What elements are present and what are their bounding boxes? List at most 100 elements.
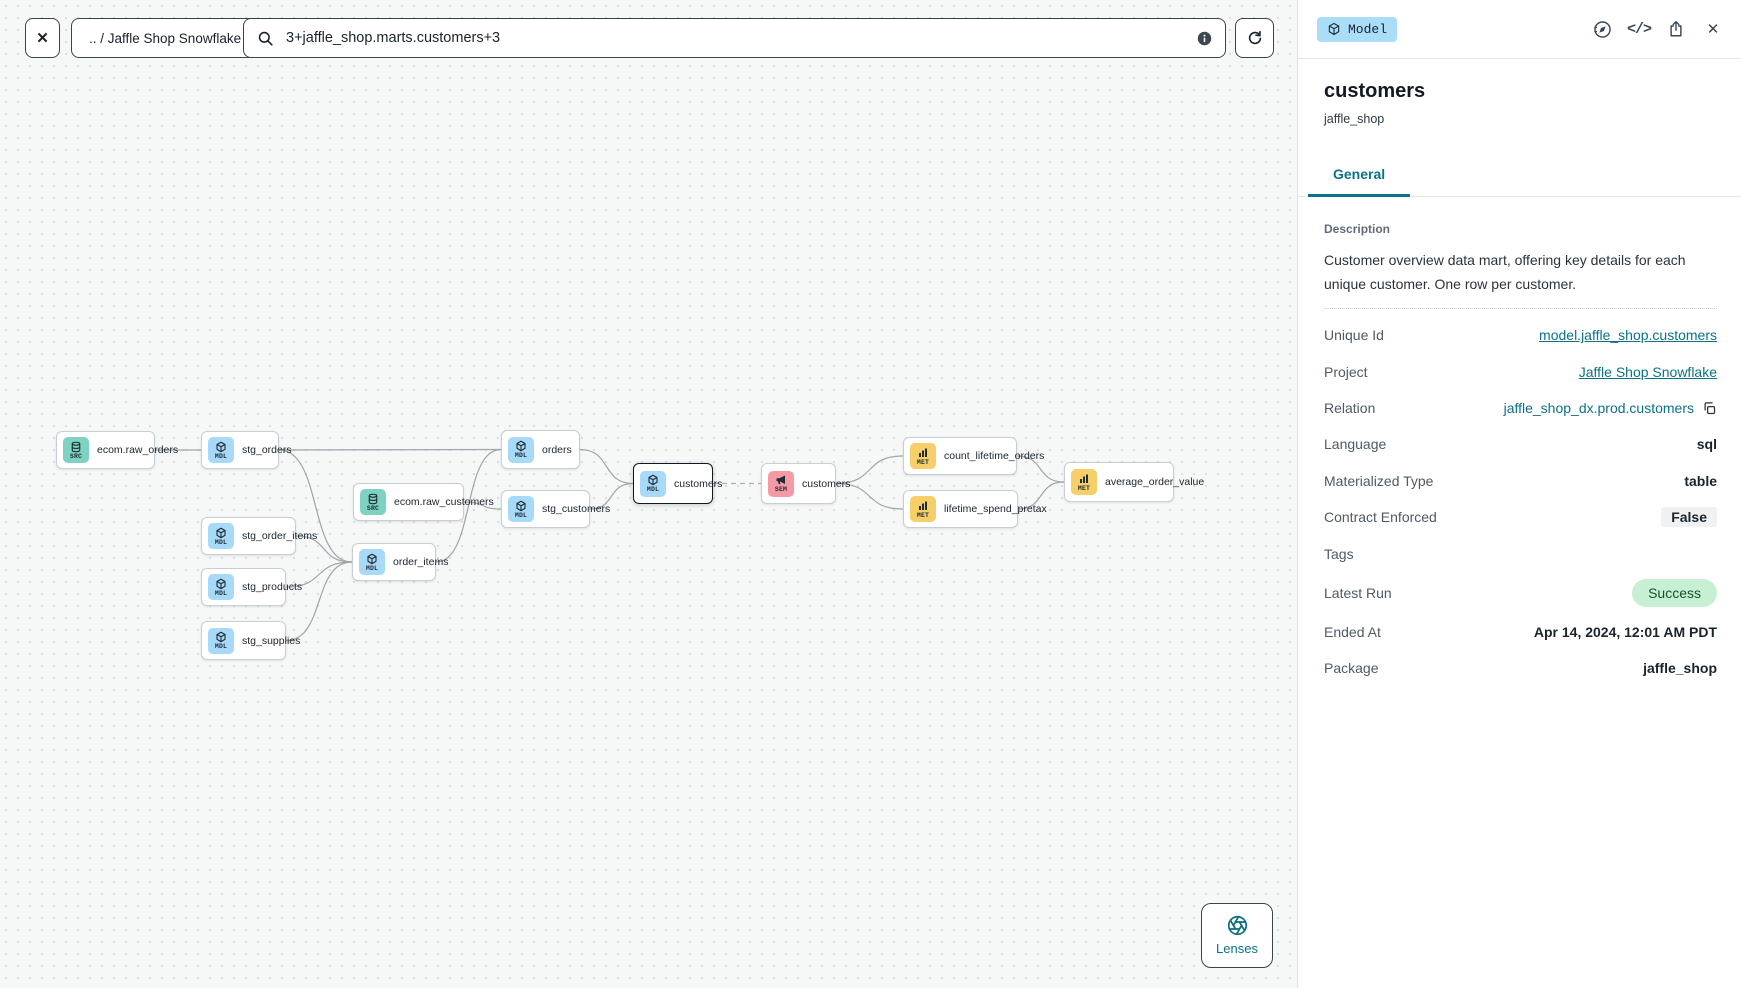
section-divider — [1324, 308, 1717, 310]
field-label: Latest Run — [1324, 584, 1392, 601]
view-code-icon[interactable]: </> — [1627, 20, 1652, 38]
lineage-edge — [285, 561, 353, 588]
cube-icon: MDL — [640, 470, 666, 497]
node-label: customers — [674, 477, 723, 490]
breadcrumb[interactable]: .. / Jaffle Shop Snowflake — [71, 18, 260, 58]
close-panel-icon[interactable]: ✕ — [1706, 21, 1720, 38]
field-label: Ended At — [1324, 623, 1381, 640]
node-label: average_order_value — [1105, 476, 1205, 488]
lineage-edge — [1017, 481, 1065, 510]
database-icon: SRC — [360, 489, 386, 515]
field-label: Materialized Type — [1324, 472, 1434, 489]
field-value[interactable]: model.jaffle_shop.customers — [1539, 327, 1717, 343]
lenses-label: Lenses — [1216, 941, 1258, 956]
node-label: ecom.raw_orders — [97, 444, 179, 456]
cube-icon: MDL — [208, 627, 234, 654]
lineage-edge — [278, 448, 502, 451]
lineage-edge — [278, 449, 353, 563]
field-row-materialized-type: Materialized Type table — [1324, 463, 1717, 499]
lineage-selector-searchbox — [243, 18, 1226, 58]
field-label: Project — [1324, 363, 1368, 380]
lineage-edge — [285, 561, 353, 642]
resource-type-label: Model — [1348, 21, 1388, 37]
field-value-text: Apr 14, 2024, 12:01 AM PDT — [1533, 623, 1717, 640]
cube-icon: MDL — [359, 549, 385, 575]
breadcrumb-label: .. / Jaffle Shop Snowflake — [89, 30, 242, 46]
graph-node-stg_products[interactable]: MDL stg_products — [201, 568, 302, 606]
field-value-text: False — [1671, 509, 1707, 526]
copy-icon[interactable] — [1702, 401, 1717, 416]
cube-icon: MDL — [208, 574, 234, 600]
graph-node-customers[interactable]: MDL customers — [633, 463, 722, 504]
node-label: lifetime_spend_pretax — [944, 503, 1047, 515]
close-lineage-button[interactable]: ✕ — [25, 18, 60, 58]
graph-node-customers_sem[interactable]: SEM customers — [761, 463, 850, 504]
share-icon[interactable] — [1666, 19, 1686, 39]
field-row-tags: Tags — [1324, 535, 1717, 571]
bar-chart-icon: MET — [910, 496, 936, 522]
node-label: order_items — [393, 556, 449, 568]
field-value-text: table — [1684, 472, 1717, 489]
tab-general[interactable]: General — [1308, 155, 1411, 197]
explore-lineage-icon[interactable] — [1592, 19, 1612, 39]
field-label: Relation — [1324, 400, 1376, 416]
field-value-text: Success — [1648, 584, 1701, 601]
field-row-ended-at: Ended At Apr 14, 2024, 12:01 AM PDT — [1324, 614, 1717, 650]
cube-icon: MDL — [208, 523, 234, 549]
field-label: Unique Id — [1324, 327, 1384, 344]
field-value-text: Jaffle Shop Snowflake — [1578, 363, 1717, 380]
graph-node-orders[interactable]: MDL orders — [501, 430, 580, 469]
cube-icon — [1327, 22, 1341, 36]
database-icon: SRC — [63, 437, 89, 463]
lineage-edges — [154, 448, 1065, 642]
field-value[interactable]: jaffle_shop_dx.prod.customers — [1504, 400, 1717, 416]
field-row-project: Project Jaffle Shop Snowflake — [1324, 353, 1717, 389]
lineage-edge — [435, 448, 502, 563]
info-icon[interactable] — [1196, 30, 1213, 47]
resource-details-panel: Model </> — [1297, 0, 1741, 988]
node-label: customers — [802, 477, 851, 490]
aperture-icon — [1227, 915, 1248, 936]
description-label: Description — [1324, 222, 1391, 236]
field-value: table — [1684, 473, 1717, 489]
cube-icon: MDL — [208, 437, 234, 463]
magnifier-icon — [256, 29, 275, 48]
panel-header: Model </> — [1298, 0, 1741, 59]
lineage-edge — [1016, 455, 1065, 483]
graph-node-ecom_raw_customers[interactable]: SRC ecom.raw_customers — [353, 483, 494, 521]
field-value: jaffle_shop — [1643, 660, 1717, 676]
megaphone-icon: SEM — [768, 470, 794, 497]
field-value: sql — [1697, 436, 1717, 452]
refresh-lineage-button[interactable] — [1235, 18, 1274, 58]
node-label: stg_products — [242, 581, 303, 593]
panel-tabs: General — [1298, 155, 1741, 197]
node-label: count_lifetime_orders — [944, 450, 1045, 462]
graph-node-count_lifetime_orders[interactable]: MET count_lifetime_orders — [903, 437, 1044, 475]
description-text: Customer overview data mart, offering ke… — [1324, 252, 1686, 292]
node-label: ecom.raw_customers — [394, 496, 494, 508]
cube-icon: MDL — [508, 436, 534, 463]
bar-chart-icon: MET — [910, 443, 936, 469]
field-value[interactable]: Jaffle Shop Snowflake — [1579, 364, 1717, 380]
graph-node-lifetime_spend_pretax[interactable]: MET lifetime_spend_pretax — [903, 490, 1047, 528]
lineage-selector-input[interactable] — [284, 29, 1196, 47]
graph-node-ecom_raw_orders[interactable]: SRC ecom.raw_orders — [56, 431, 178, 469]
field-value-text: model.jaffle_shop.customers — [1539, 327, 1717, 344]
close-icon: ✕ — [36, 30, 49, 47]
cube-icon: MDL — [508, 496, 534, 522]
lenses-button[interactable]: Lenses — [1201, 903, 1273, 968]
graph-node-order_items[interactable]: MDL order_items — [352, 543, 448, 581]
node-label: orders — [542, 443, 572, 456]
field-value: Apr 14, 2024, 12:01 AM PDT — [1534, 624, 1717, 640]
field-value: False — [1661, 507, 1717, 528]
field-value-text: jaffle_shop — [1643, 660, 1717, 677]
resource-type-badge: Model — [1317, 16, 1398, 42]
